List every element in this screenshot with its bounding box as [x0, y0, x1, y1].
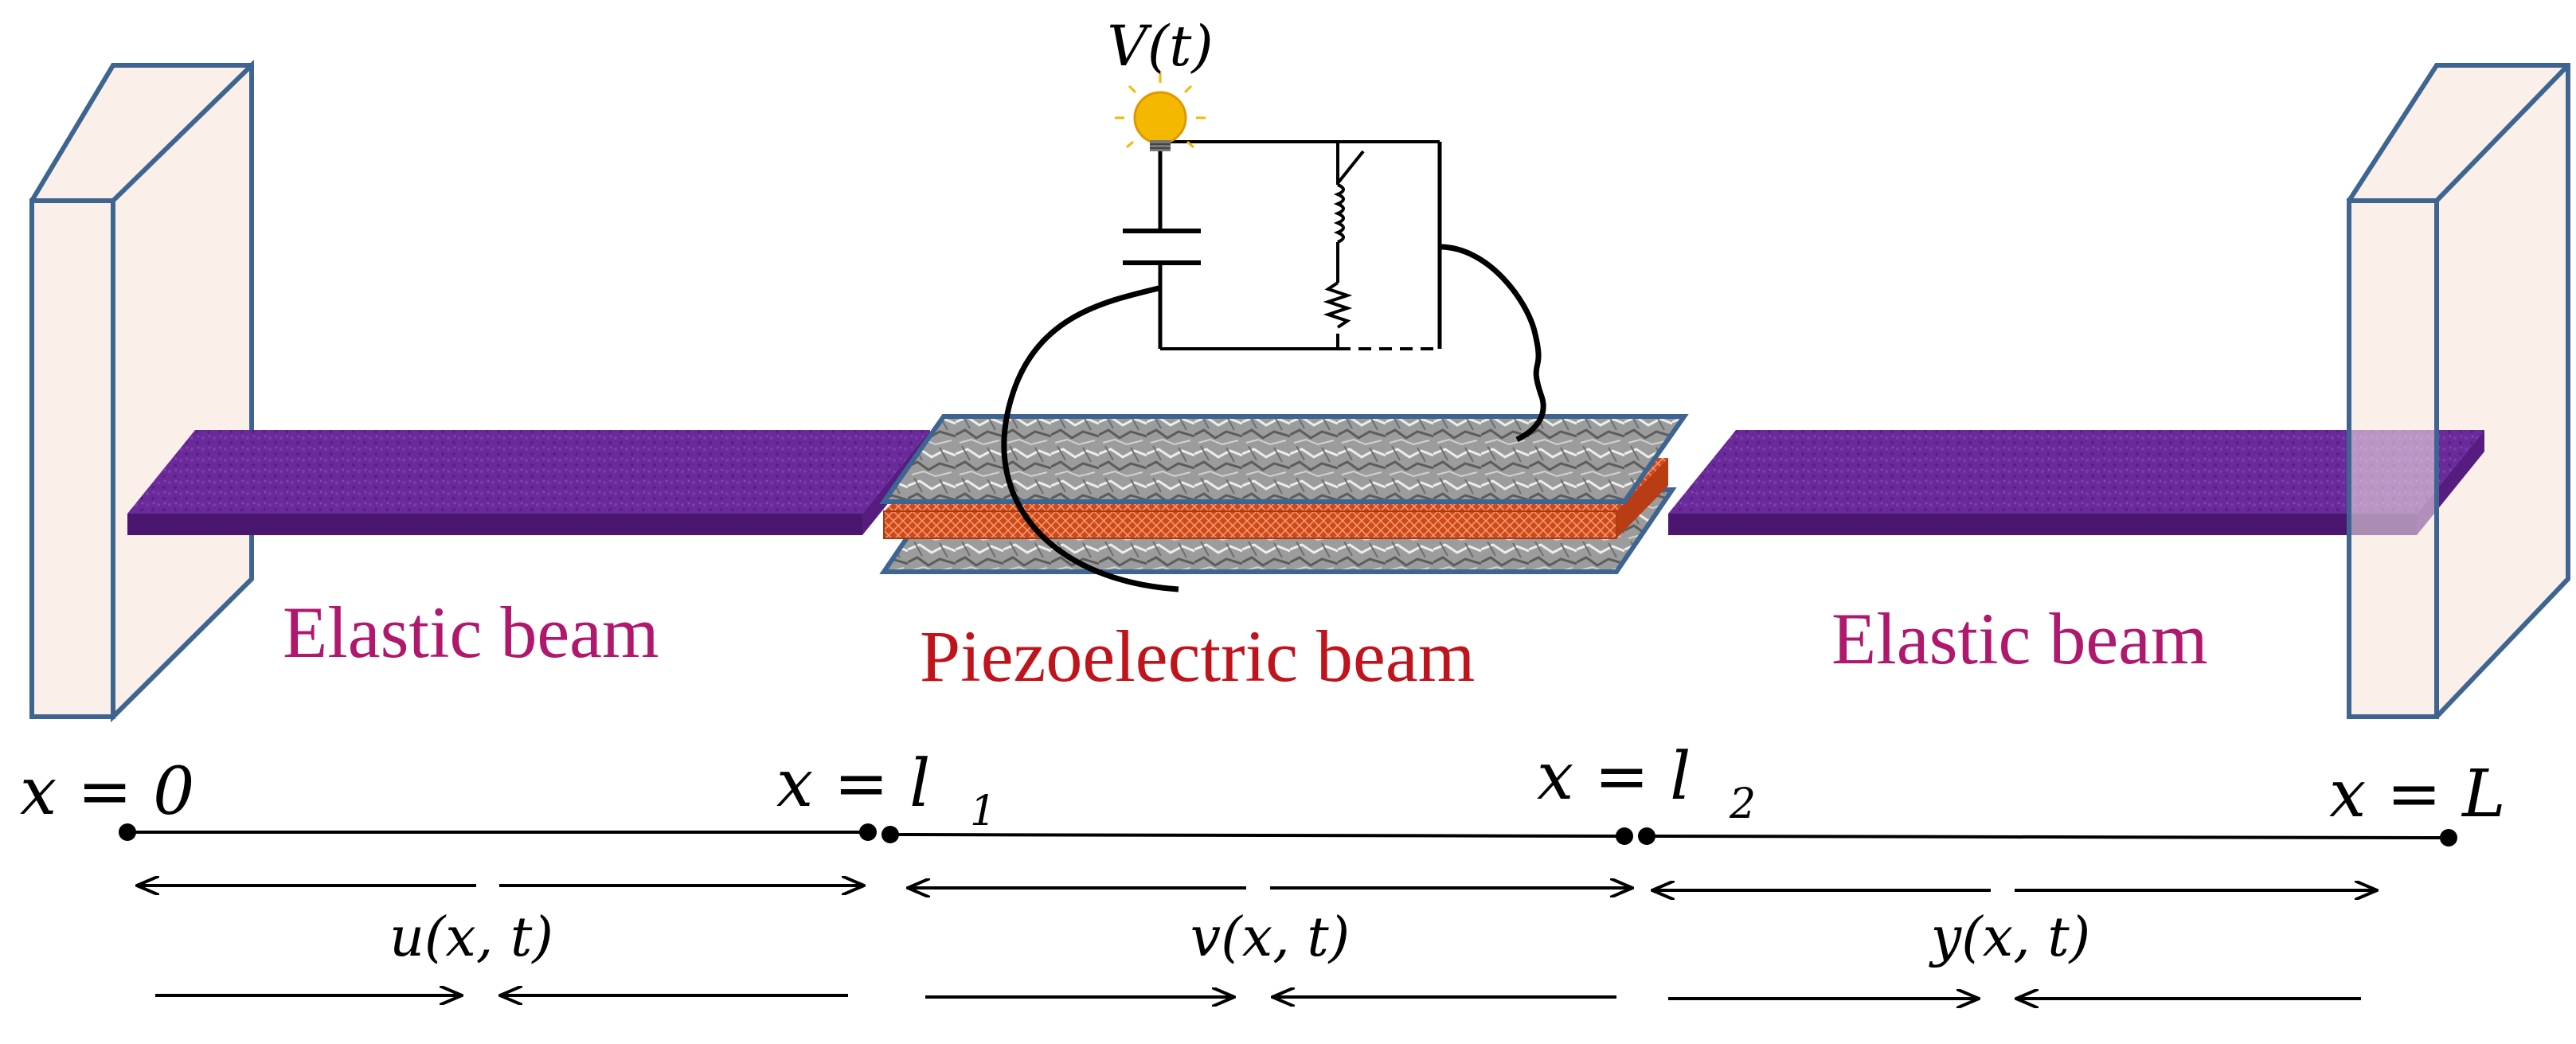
- voltage-label: V(t): [1107, 14, 1213, 79]
- position-l1-base: x = l: [776, 746, 930, 822]
- inductor-icon: [1333, 183, 1345, 244]
- position-l2-sub: 2: [1729, 780, 1756, 828]
- position-l2-base: x = l: [1537, 739, 1691, 815]
- displacement-v: v(x, t): [1190, 906, 1350, 969]
- left-wall-front: [29, 198, 115, 719]
- position-l1: x = l 1: [776, 746, 996, 835]
- displacement-u: u(x, t): [389, 906, 553, 969]
- position-x0: x = 0: [20, 754, 194, 830]
- switch-icon: [1336, 150, 1365, 185]
- right-wall-front: [2347, 198, 2439, 719]
- right-beam-label: Elastic beam: [1831, 598, 2208, 679]
- position-l1-sub: 1: [970, 788, 996, 835]
- inner-arrows: [155, 995, 2361, 999]
- displacement-y: y(x, t): [1929, 906, 2090, 969]
- upper-electrode-wire: [1439, 244, 1546, 443]
- middle-beam-label: Piezoelectric beam: [920, 616, 1475, 697]
- position-l2: x = l 2: [1537, 739, 1756, 828]
- resistor-icon: [1323, 281, 1353, 329]
- coordinate-axis: [127, 831, 2449, 839]
- left-beam-label: Elastic beam: [283, 592, 659, 673]
- lower-electrode-wire: [1001, 285, 1179, 592]
- left-elastic-beam: [127, 430, 930, 535]
- bulb-icon: [1115, 73, 1206, 151]
- piezoelectric-beam: [879, 414, 1689, 574]
- outer-arrows: [137, 886, 2377, 890]
- circuit: [1001, 140, 1546, 592]
- position-xL: x = L: [2329, 757, 2506, 832]
- axis-points: [119, 823, 2457, 847]
